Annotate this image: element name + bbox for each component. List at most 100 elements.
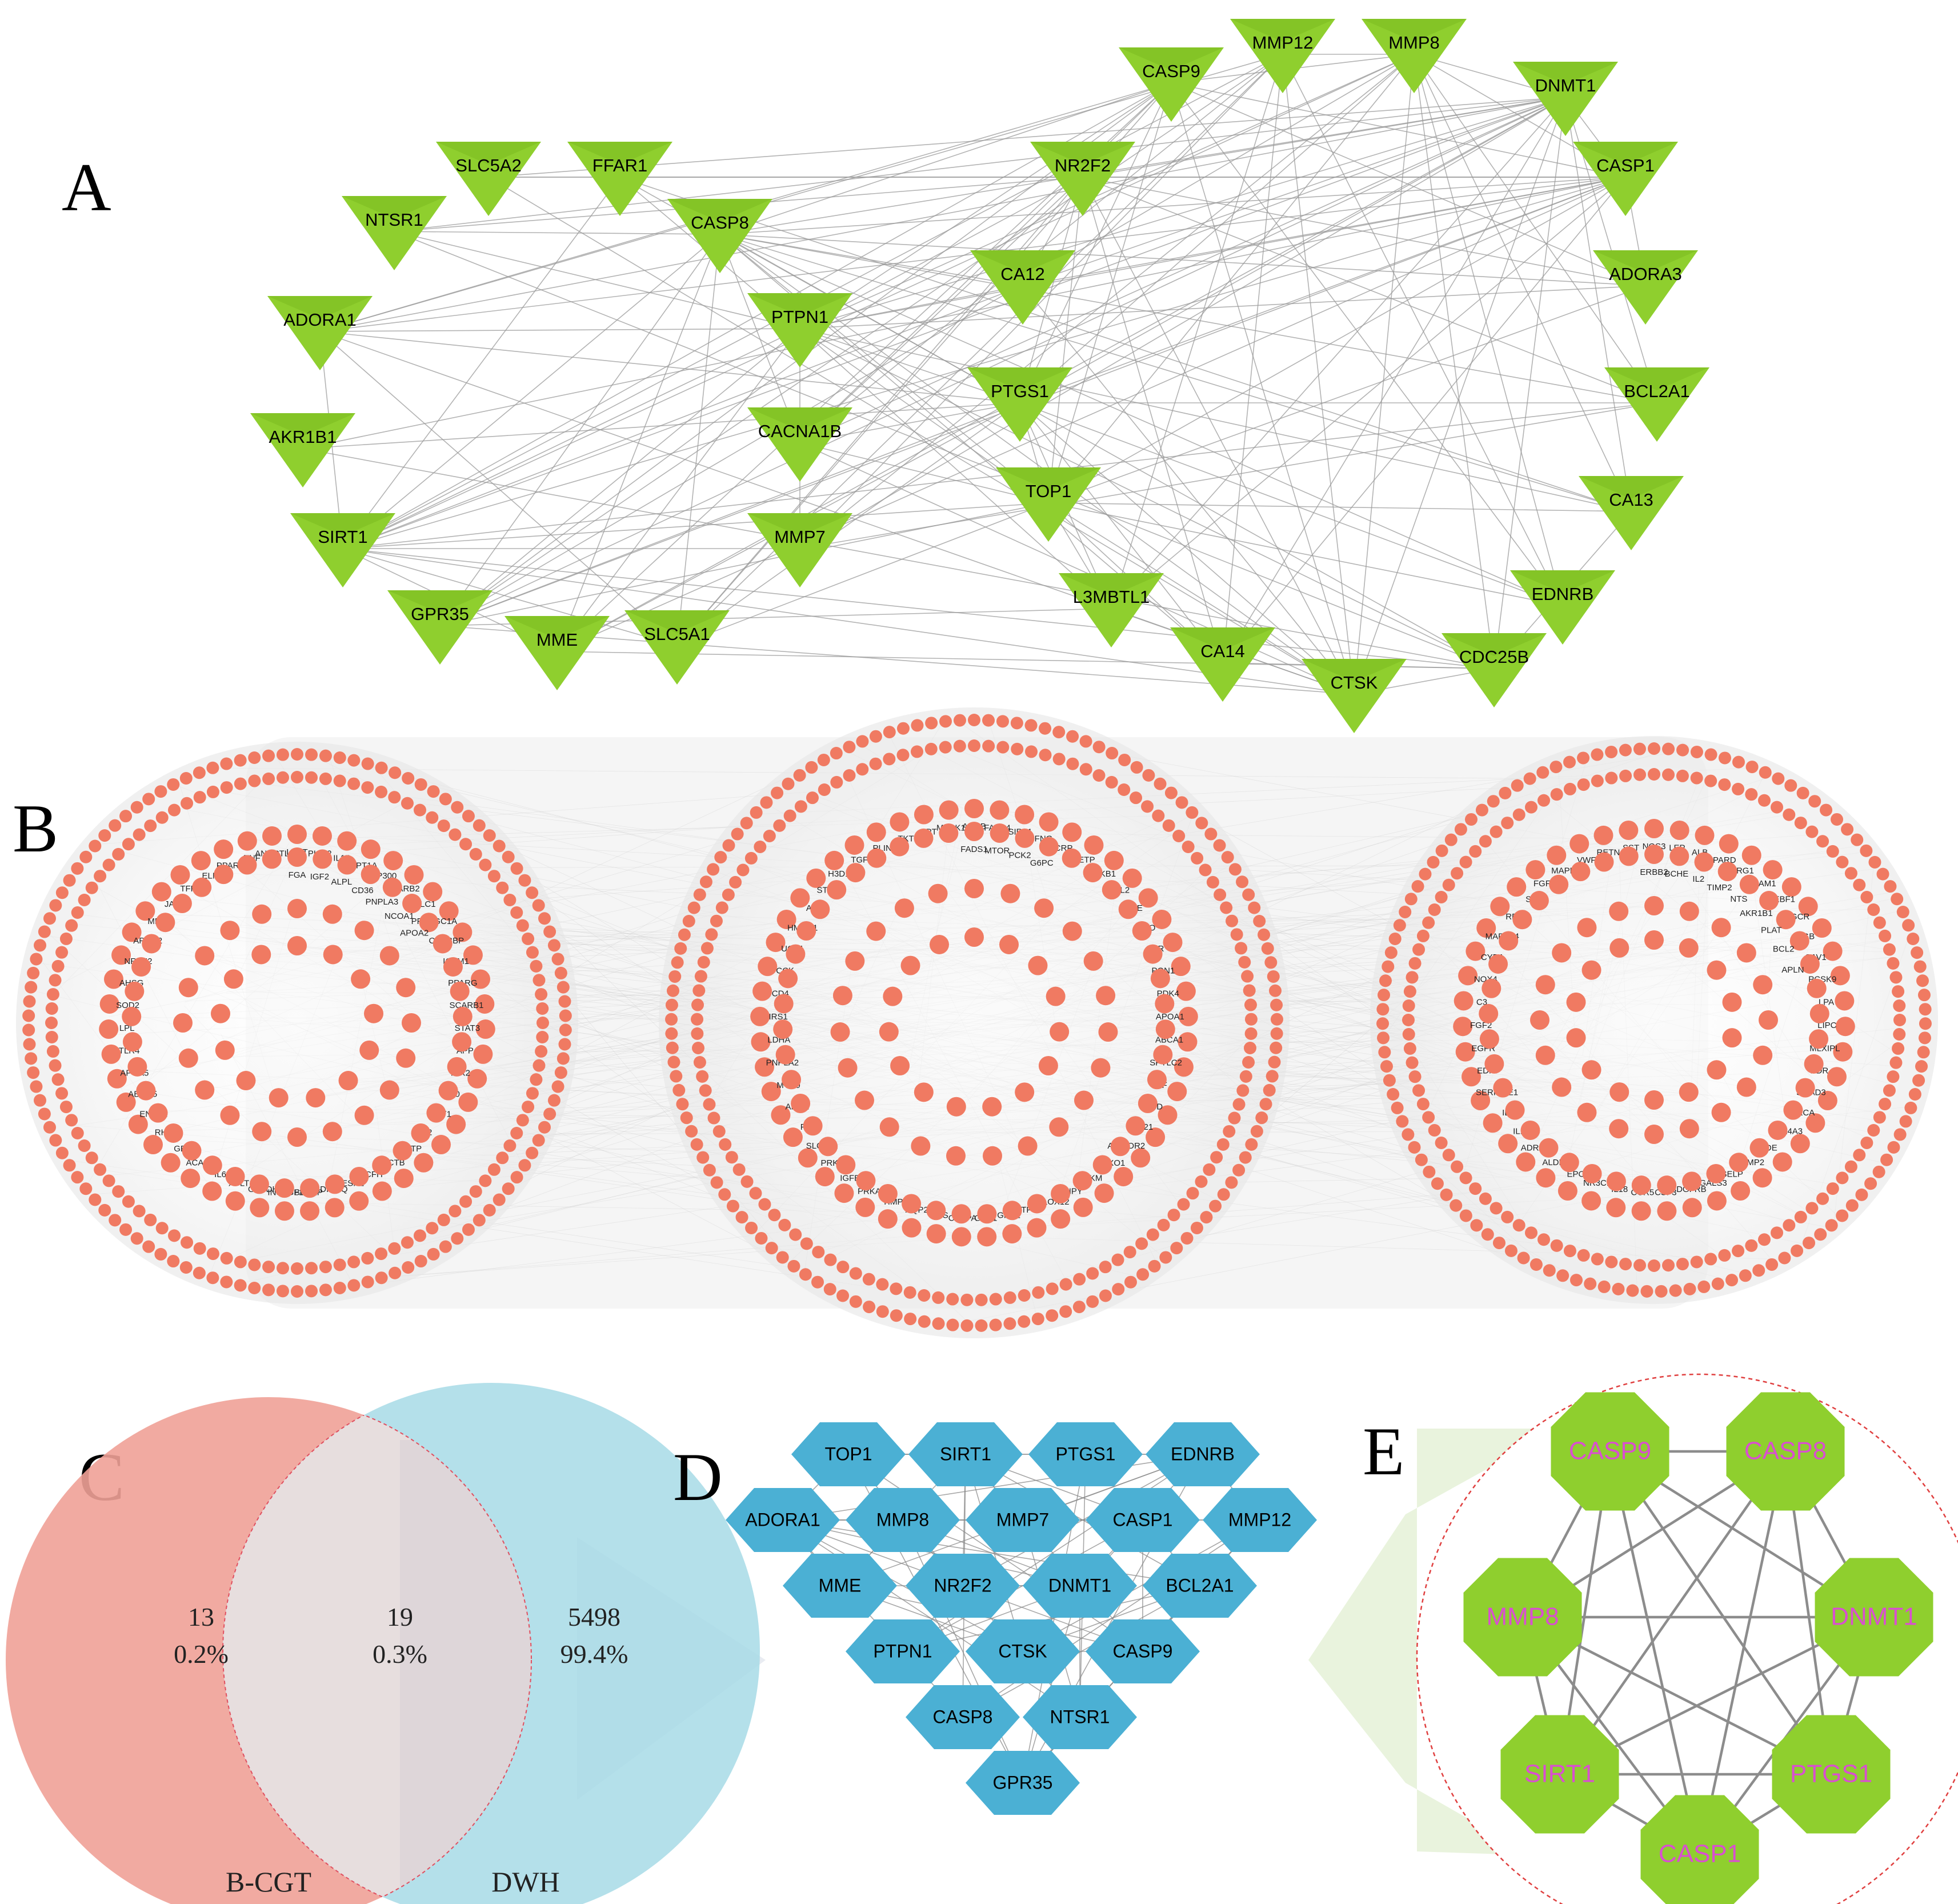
ring-node[interactable] bbox=[830, 775, 843, 789]
ring-node[interactable] bbox=[220, 781, 233, 794]
ring-node[interactable] bbox=[1049, 1117, 1069, 1137]
ring-node[interactable] bbox=[1244, 998, 1257, 1011]
ring-node[interactable] bbox=[1493, 1078, 1513, 1098]
ring-node[interactable] bbox=[1535, 975, 1555, 995]
ring-node[interactable]: LPA bbox=[1819, 991, 1855, 1011]
ring-node[interactable] bbox=[102, 858, 115, 871]
node-cdc25b[interactable]: CDC25B bbox=[1442, 633, 1547, 707]
ring-node[interactable] bbox=[719, 1138, 732, 1151]
ring-node[interactable] bbox=[1536, 766, 1549, 779]
ring-node[interactable] bbox=[1141, 800, 1154, 813]
ring-node[interactable] bbox=[206, 1271, 219, 1285]
ring-node[interactable] bbox=[932, 1291, 945, 1304]
ring-node[interactable] bbox=[982, 1097, 1002, 1117]
ring-node[interactable] bbox=[354, 1105, 374, 1125]
ring-node[interactable] bbox=[1860, 891, 1873, 903]
ring-node[interactable] bbox=[1032, 1286, 1045, 1299]
ring-node[interactable] bbox=[1539, 1138, 1559, 1158]
ring-node[interactable] bbox=[155, 913, 175, 933]
ring-node[interactable] bbox=[939, 741, 952, 754]
ring-node[interactable] bbox=[1499, 786, 1512, 799]
ring-node[interactable] bbox=[1073, 1273, 1086, 1286]
ring-node[interactable] bbox=[1537, 1233, 1551, 1246]
ring-node[interactable] bbox=[710, 1176, 723, 1189]
ring-node[interactable] bbox=[195, 1080, 215, 1100]
ring-node[interactable] bbox=[1844, 1160, 1857, 1173]
ring-node[interactable] bbox=[1182, 841, 1195, 854]
ring-node[interactable] bbox=[1147, 1070, 1167, 1090]
ring-node[interactable] bbox=[1644, 930, 1664, 950]
ring-node[interactable] bbox=[1722, 992, 1742, 1012]
ring-node[interactable] bbox=[1236, 1084, 1250, 1097]
ring-node[interactable] bbox=[1759, 766, 1772, 779]
ring-node[interactable] bbox=[1492, 1237, 1505, 1250]
ring-node[interactable] bbox=[1239, 1151, 1252, 1164]
ring-node[interactable] bbox=[1896, 906, 1909, 919]
ring-node[interactable] bbox=[849, 1267, 862, 1280]
ring-node[interactable] bbox=[866, 921, 886, 941]
ring-node[interactable] bbox=[142, 934, 162, 954]
node-mmp8[interactable]: MMP8 bbox=[846, 1488, 960, 1552]
node-mmp8[interactable]: MMP8 bbox=[1463, 1558, 1582, 1677]
ring-node[interactable]: G6PC bbox=[1030, 837, 1059, 868]
ring-node[interactable]: IGF2 bbox=[310, 849, 333, 882]
ring-node[interactable] bbox=[1018, 1315, 1031, 1328]
ring-node[interactable] bbox=[849, 1295, 862, 1308]
ring-node[interactable] bbox=[1092, 769, 1106, 782]
node-ctsk[interactable]: CTSK bbox=[966, 1619, 1080, 1683]
ring-node[interactable] bbox=[167, 778, 180, 791]
ring-node[interactable] bbox=[946, 1146, 966, 1166]
ring-node[interactable] bbox=[1783, 1219, 1796, 1232]
ring-node[interactable] bbox=[1887, 957, 1900, 970]
ring-node[interactable] bbox=[1479, 1003, 1499, 1023]
ring-node[interactable] bbox=[671, 956, 684, 969]
ring-node[interactable] bbox=[1704, 774, 1717, 787]
ring-node[interactable] bbox=[676, 1098, 689, 1111]
ring-node[interactable] bbox=[1619, 1258, 1632, 1271]
ring-node[interactable] bbox=[347, 1279, 361, 1292]
ring-node[interactable] bbox=[503, 1139, 516, 1152]
ring-node[interactable] bbox=[1853, 878, 1866, 891]
ring-node[interactable] bbox=[1419, 867, 1432, 881]
ring-node[interactable] bbox=[451, 801, 464, 814]
ring-node[interactable] bbox=[1479, 1192, 1492, 1205]
ring-node[interactable] bbox=[1736, 1077, 1756, 1097]
ring-node[interactable] bbox=[23, 995, 36, 1008]
ring-node[interactable] bbox=[1175, 796, 1188, 809]
ring-node[interactable] bbox=[946, 1097, 966, 1117]
node-casp9[interactable]: CASP9 bbox=[1119, 47, 1224, 122]
ring-node[interactable] bbox=[666, 1041, 679, 1054]
ring-node[interactable] bbox=[674, 942, 687, 955]
ring-node[interactable] bbox=[1431, 1177, 1444, 1190]
ring-node[interactable] bbox=[1911, 946, 1924, 959]
ring-node[interactable]: ERBB2 bbox=[1640, 845, 1668, 877]
ring-node[interactable] bbox=[1195, 817, 1208, 830]
ring-node[interactable] bbox=[1512, 808, 1525, 821]
ring-node[interactable] bbox=[1609, 938, 1629, 958]
ring-node[interactable] bbox=[206, 1247, 219, 1261]
ring-node[interactable] bbox=[55, 1087, 69, 1100]
ring-node[interactable] bbox=[1228, 863, 1242, 876]
ring-node[interactable] bbox=[1010, 717, 1023, 730]
ring-node[interactable] bbox=[1186, 1187, 1199, 1200]
ring-node[interactable] bbox=[1887, 1141, 1900, 1154]
ring-node[interactable] bbox=[1884, 880, 1897, 893]
ring-node[interactable] bbox=[1679, 1119, 1699, 1139]
ring-node[interactable] bbox=[700, 942, 714, 955]
ring-node[interactable] bbox=[49, 899, 62, 912]
ring-node[interactable] bbox=[1406, 971, 1419, 984]
ring-node[interactable] bbox=[1046, 986, 1066, 1006]
ring-node[interactable] bbox=[697, 955, 710, 969]
ring-node[interactable] bbox=[1745, 1239, 1758, 1252]
ring-node[interactable] bbox=[71, 1171, 84, 1184]
ring-node[interactable] bbox=[1512, 910, 1532, 930]
ring-node[interactable] bbox=[220, 1105, 240, 1125]
ring-node[interactable] bbox=[248, 1258, 261, 1271]
ring-node[interactable] bbox=[1753, 1045, 1773, 1065]
ring-node[interactable] bbox=[977, 1204, 997, 1224]
node-nr2f2[interactable]: NR2F2 bbox=[1030, 142, 1135, 216]
ring-node[interactable] bbox=[1783, 1100, 1803, 1120]
ring-node[interactable] bbox=[402, 772, 415, 785]
ring-node[interactable] bbox=[1450, 1199, 1463, 1212]
ring-node[interactable] bbox=[982, 714, 995, 727]
